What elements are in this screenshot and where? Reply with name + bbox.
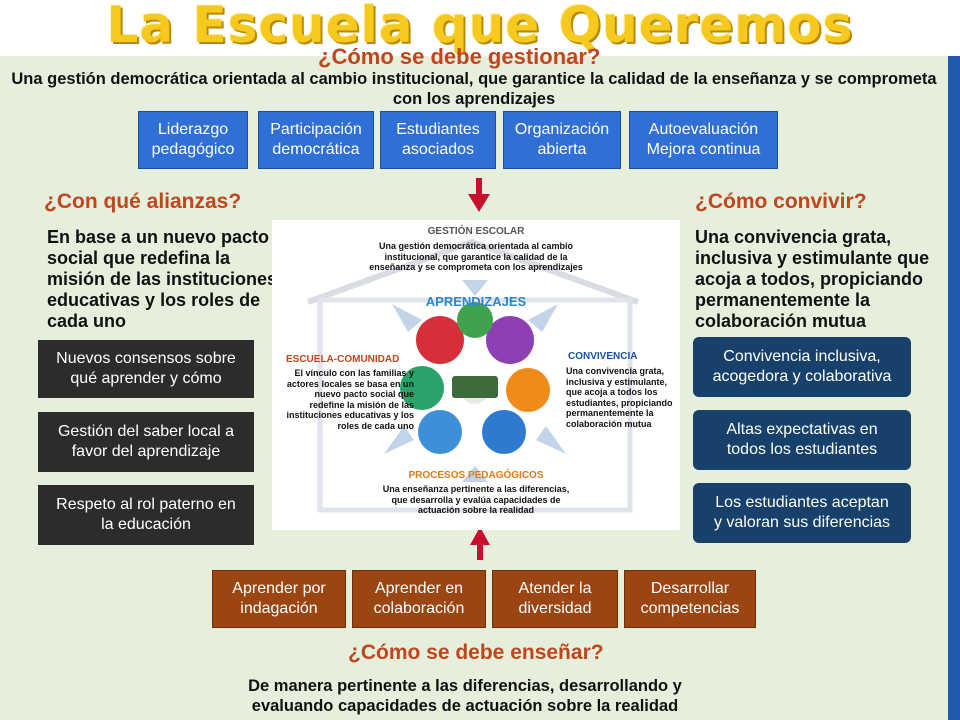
box-line: Aprender por — [232, 580, 326, 597]
page-title: La Escuela que Queremos — [106, 0, 854, 54]
box-line: Aprender en — [374, 580, 464, 597]
school-diagram-image: GESTIÓN ESCOLAR Una gestión democrática … — [272, 220, 680, 530]
box-indagacion: Aprender por indagación — [212, 570, 346, 628]
box-diversidad: Atender la diversidad — [492, 570, 618, 628]
proc-line: que desarrolla y evalúa capacidades de — [391, 494, 561, 505]
box-line: Desarrollar — [650, 580, 730, 597]
box-line: indagación — [240, 600, 318, 617]
box-line: favor del aprendizaje — [71, 443, 221, 460]
box-line: pedagógico — [151, 141, 235, 158]
box-line: Nuevos consensos sobre — [56, 350, 236, 367]
conv-line: permanentemente la — [566, 408, 654, 419]
box-saber-local: Gestión del saber local a favor del apren… — [38, 412, 254, 472]
box-line: Gestión del saber local a — [57, 423, 235, 440]
box-line: colaboración — [373, 600, 465, 617]
box-participacion: Participación democrática — [258, 111, 374, 169]
aprendizajes-label: APRENDIZAJES — [425, 294, 527, 309]
escuela-line: actores locales se basa en un — [286, 378, 414, 389]
box-line: y valoran sus diferencias — [713, 514, 891, 531]
box-line: Organización — [514, 121, 610, 139]
box-line: Liderazgo — [157, 121, 229, 139]
box-line: Convivencia inclusiva, — [723, 348, 881, 365]
box-nuevos-consensos: Nuevos consensos sobre qué aprender y cóm… — [38, 340, 254, 398]
box-line: Atender la — [518, 580, 592, 597]
conv-line: que acoja a todos los — [566, 387, 658, 398]
gestion-line: enseñanza y se comprometa con los aprend… — [369, 262, 583, 273]
box-line: diversidad — [518, 600, 592, 617]
gestion-line: Una gestión democrática orientada al cam… — [378, 241, 574, 251]
box-line: Mejora continua — [646, 141, 761, 158]
coexistence-question: ¿Cómo convivir? — [695, 190, 867, 213]
box-rol-paterno: Respeto al rol paterno en la educación — [38, 485, 254, 545]
convivencia-title: CONVIVENCIA — [568, 351, 638, 362]
box-line: Altas expectativas en — [726, 421, 878, 438]
teaching-text-line: evaluando capacidades de actuación sobre… — [251, 696, 679, 715]
box-liderazgo: Liderazgo pedagógico — [138, 111, 248, 169]
escuela-line: instituciones educativas y los — [286, 410, 414, 421]
box-line: democrática — [272, 141, 360, 158]
right-edge-bar — [948, 56, 960, 720]
learning-cycle — [400, 302, 550, 454]
escuela-line: nuevo pacto social que — [314, 389, 414, 400]
box-line: la educación — [101, 516, 191, 533]
procesos-title: PROCESOS PEDAGÓGICOS — [408, 470, 544, 481]
box-line: asociados — [401, 141, 475, 158]
box-altas-expectativas: Altas expectativas en todos los estudiant… — [693, 410, 911, 470]
box-colaboracion: Aprender en colaboración — [352, 570, 486, 628]
gestion-title: GESTIÓN ESCOLAR — [427, 226, 525, 237]
convivencia-text: Una convivencia grata, inclusiva y estim… — [566, 366, 676, 430]
teaching-text-line: De manera pertinente a las diferencias, … — [248, 677, 682, 695]
conv-line: colaboración mutua — [566, 419, 652, 430]
proc-line: Una enseñanza pertinente a las diferenci… — [382, 484, 570, 494]
box-estudiantes: Estudiantes asociados — [380, 111, 496, 169]
coexistence-text: Una convivencia grata, inclusiva y estim… — [695, 227, 930, 332]
box-aceptan-diferencias: Los estudiantes aceptan y valoran sus dif… — [693, 483, 911, 543]
escuela-line: El vínculo con las familias y — [294, 368, 414, 378]
box-line: competencias — [640, 600, 740, 617]
alliances-text: En base a un nuevo pacto social que rede… — [47, 227, 278, 332]
conv-line: inclusiva y estimulante, — [566, 376, 668, 387]
gestion-text: Una gestión democrática orientada al cam… — [330, 241, 622, 273]
management-question: ¿Cómo se debe gestionar? — [318, 44, 601, 69]
box-line: Estudiantes — [396, 121, 480, 139]
alliances-question: ¿Con qué alianzas? — [44, 190, 242, 213]
management-text: Una gestión democrática orientada al cam… — [11, 70, 937, 108]
procesos-text: Una enseñanza pertinente a las diferenci… — [342, 484, 610, 516]
box-line: todos los estudiantes — [726, 441, 878, 458]
box-line: acogedora y colaborativa — [712, 368, 892, 385]
box-line: Respeto al rol paterno en — [56, 496, 236, 513]
teaching-question: ¿Cómo se debe enseñar? — [348, 641, 604, 664]
box-convivencia-inclusiva: Convivencia inclusiva, acogedora y colabo… — [693, 337, 911, 397]
box-line: abierta — [537, 141, 587, 158]
escuela-line: redefine la misión de las — [309, 399, 414, 410]
box-line: qué aprender y cómo — [70, 370, 222, 387]
box-line: Los estudiantes aceptan — [715, 494, 889, 511]
teaching-text: De manera pertinente a las diferencias, … — [0, 677, 930, 717]
conv-line: Una convivencia grata, — [566, 366, 665, 376]
box-line: Participación — [270, 121, 362, 139]
escuela-comunidad-title: ESCUELA-COMUNIDAD — [286, 354, 400, 365]
box-organizacion: Organización abierta — [503, 111, 621, 169]
conv-line: estudiantes, propiciando — [566, 397, 673, 408]
escuela-comunidad-text: El vínculo con las familias y actores lo… — [284, 368, 414, 432]
house-outline — [306, 238, 640, 513]
gestion-line: institucional, que garantice la calidad … — [384, 251, 568, 262]
box-line: Autoevaluación — [648, 121, 759, 139]
proc-line: actuación sobre la realidad — [417, 505, 535, 516]
escuela-line: roles de cada uno — [337, 421, 414, 432]
box-competencias: Desarrollar competencias — [624, 570, 756, 628]
